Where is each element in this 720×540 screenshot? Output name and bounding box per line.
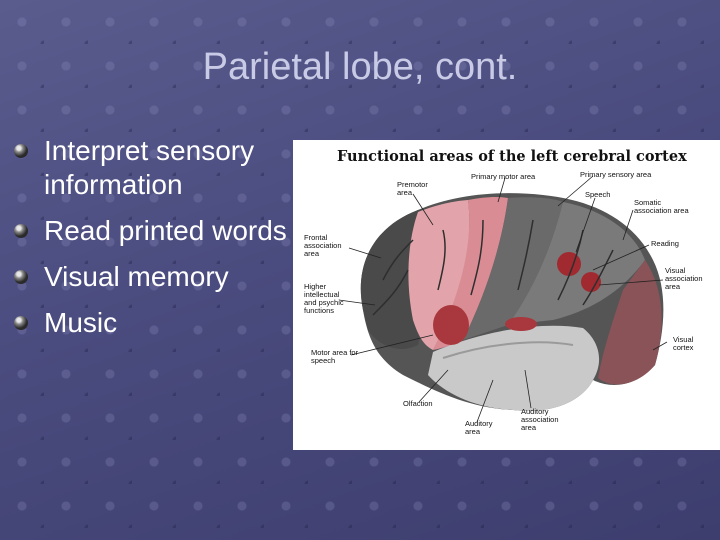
label-visual-association-area: Visual association area: [665, 266, 703, 291]
bullet-icon: [14, 224, 28, 238]
label-reading: Reading: [651, 239, 679, 248]
label-premotor-area: Premotor area: [397, 180, 428, 197]
label-frontal-association-area: Frontal association area: [304, 233, 342, 258]
label-higher-intellectual-functions: Higher intellectual and psychic function…: [304, 282, 344, 315]
label-speech: Speech: [585, 190, 611, 199]
slide-title: Parietal lobe, cont.: [202, 46, 518, 88]
bullet-item: Music: [14, 306, 294, 340]
bullet-item: Read printed words: [14, 214, 294, 248]
bullet-list: Interpret sensory information Read print…: [14, 134, 294, 352]
bullet-text: Interpret sensory information: [44, 135, 255, 200]
label-auditory-association-area: Auditory association area: [521, 407, 559, 432]
bullet-text: Music: [44, 307, 118, 338]
label-primary-sensory-area: Primary sensory area: [580, 170, 652, 179]
figure-title: Functional areas of the left cerebral co…: [337, 148, 687, 165]
bullet-icon: [14, 316, 28, 330]
label-motor-area-for-speech: Motor area for speech: [311, 348, 359, 365]
bullet-icon: [14, 144, 28, 158]
label-visual-cortex: Visual cortex: [673, 335, 694, 352]
label-primary-motor-area: Primary motor area: [471, 172, 536, 181]
bullet-item: Interpret sensory information: [14, 134, 294, 202]
bullet-icon: [14, 270, 28, 284]
label-somatic-association-area: Somatic association area: [634, 198, 689, 215]
bullet-item: Visual memory: [14, 260, 294, 294]
label-olfaction: Olfaction: [403, 399, 433, 408]
brain-diagram-image: [338, 175, 668, 423]
brain-figure: Functional areas of the left cerebral co…: [293, 140, 720, 450]
label-auditory-area: Auditory area: [465, 419, 493, 436]
bullet-text: Read printed words: [44, 215, 287, 246]
bullet-text: Visual memory: [44, 261, 229, 292]
